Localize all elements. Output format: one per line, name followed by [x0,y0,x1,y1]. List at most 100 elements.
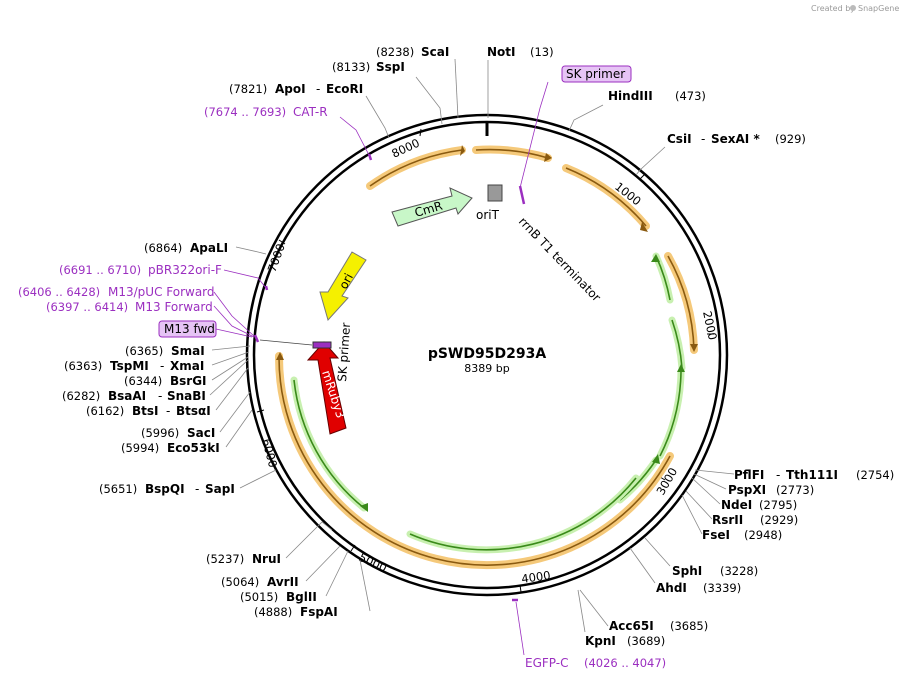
enzyme-name[interactable]: FspAI [300,605,338,619]
leader-ahdi [629,547,656,584]
enzyme-name[interactable]: AhdI [656,581,687,595]
tick-mark-7000 [278,239,286,245]
enzyme-name2[interactable]: SnaBI [167,389,206,403]
primer-mark-pbr322 [264,285,269,291]
tick-mark-1000 [639,173,646,180]
enzyme-name[interactable]: TspMI [110,359,149,373]
sk-primer-box-label: SK primer [566,67,625,81]
credit-text: Created by [811,4,855,13]
enzyme-pos: (6864) [144,241,182,255]
enzyme-pos: (5015) [240,590,278,604]
leader-acc65i [579,589,609,627]
rrnb-label: rrnB T1 terminator [516,214,604,304]
enzyme-name[interactable]: BspQI [145,482,185,496]
enzyme-name[interactable]: SmaI [171,344,205,358]
enzyme-name[interactable]: NotI [487,45,516,59]
arrowheads [276,145,698,512]
orit-box [487,184,503,202]
tick-mark-5000 [350,544,356,552]
enzyme-name[interactable]: FseI [702,528,730,542]
leader-saci [219,391,251,433]
leader-sk-top [519,81,549,189]
enzyme-dash: - [158,389,162,403]
enzyme-name[interactable]: BtsI [132,404,159,418]
leader-m13fwd [213,305,255,338]
mruby-arrow [306,341,347,435]
orange-arc-3-line [565,167,647,227]
tick-6000: 6000 [259,437,280,469]
orange-arc-5-line [278,355,671,566]
enzyme-name[interactable]: KpnI [585,634,616,648]
primer-name[interactable]: CAT-R [293,105,328,119]
leader-hindiii [568,104,604,132]
enzyme-dash: - [195,482,199,496]
leader-rsrii [685,490,713,520]
enzyme-pos: (2754) [856,468,894,482]
enzyme-dash: - [701,132,705,146]
enzyme-dash: - [776,468,780,482]
enzyme-pos: (3685) [670,619,708,633]
green-arc-3 [656,368,685,460]
enzyme-name2[interactable]: XmaI [170,359,204,373]
enzyme-name[interactable]: BglII [286,590,317,604]
leader-fsei [681,494,703,535]
m13-fwd-box[interactable] [158,320,217,338]
arrowhead-g3 [652,454,660,464]
enzyme-name[interactable]: SspI [376,60,405,74]
enzyme-name[interactable]: ApoI [275,82,306,96]
enzyme-name[interactable]: PflFI [734,468,764,482]
primer-name[interactable]: M13 Forward [135,300,213,314]
enzyme-name2[interactable]: EcoRI [326,82,363,96]
enzyme-dash: - [160,359,164,373]
arrowhead-5 [276,352,284,360]
primer-name[interactable]: EGFP-C [525,656,568,670]
enzyme-pos: (5651) [99,482,137,496]
enzyme-pos: (13) [530,45,554,59]
enzyme-name[interactable]: Acc65I [609,619,654,633]
credit-brand: SnapGene [858,4,899,13]
leader-pbr322 [223,269,267,289]
enzyme-name[interactable]: PspXI [728,483,766,497]
enzyme-name[interactable]: ScaI [421,45,449,59]
primer-name[interactable]: M13/pUC Forward [108,285,215,299]
enzyme-name2[interactable]: SexAI * [711,132,760,146]
enzyme-name[interactable]: ApaLI [190,241,228,255]
enzyme-name[interactable]: BsrGI [170,374,207,388]
enzyme-name[interactable]: SacI [187,426,215,440]
snapgene-credit: Created by SnapGene [811,4,899,13]
enzyme-name[interactable]: BsaAI [108,389,146,403]
enzyme-name[interactable]: HindIII [608,89,653,103]
boxed-primers: SK primer M13 fwd [158,65,632,338]
enzyme-name[interactable]: CsiI [667,132,692,146]
orange-arc-1-line [369,149,463,187]
enzyme-pos: (7821) [229,82,267,96]
enzyme-name[interactable]: RsrII [712,513,743,527]
primer-range: (6397 .. 6414) [46,300,128,314]
leader-apali [235,246,267,255]
enzyme-name[interactable]: SphI [672,564,702,578]
plasmid-length: 8389 bp [464,362,509,375]
enzyme-name2[interactable]: SapI [205,482,235,496]
sk-primer-box[interactable] [561,65,632,83]
primer-leaders [213,81,549,656]
enzyme-name[interactable]: Eco53kI [167,441,220,455]
backbone-outer [245,113,729,597]
orange-arc-2-line [475,148,549,159]
sk-primer-inner-label: SK primer [335,322,353,382]
enzyme-pos: (8133) [332,60,370,74]
m13-fwd-box-label: M13 fwd [164,322,215,336]
leader-cat-r [339,116,371,158]
leader-bglii [325,550,349,597]
enzyme-name[interactable]: NruI [252,552,281,566]
leader-smai [211,345,251,351]
enzyme-name2[interactable]: BtsαI [176,404,211,418]
primer-name[interactable]: pBR322ori-F [148,263,222,277]
snapgene-logo-icon [850,5,856,11]
orange-arc-4 [664,252,698,354]
enzyme-name[interactable]: AvrII [267,575,299,589]
enzyme-name[interactable]: NdeI [721,498,752,512]
enzyme-pos: (5064) [221,575,259,589]
green-arc-5-line [409,477,637,551]
leader-egfp [515,601,525,656]
enzyme-name2[interactable]: Tth111I [786,468,838,482]
